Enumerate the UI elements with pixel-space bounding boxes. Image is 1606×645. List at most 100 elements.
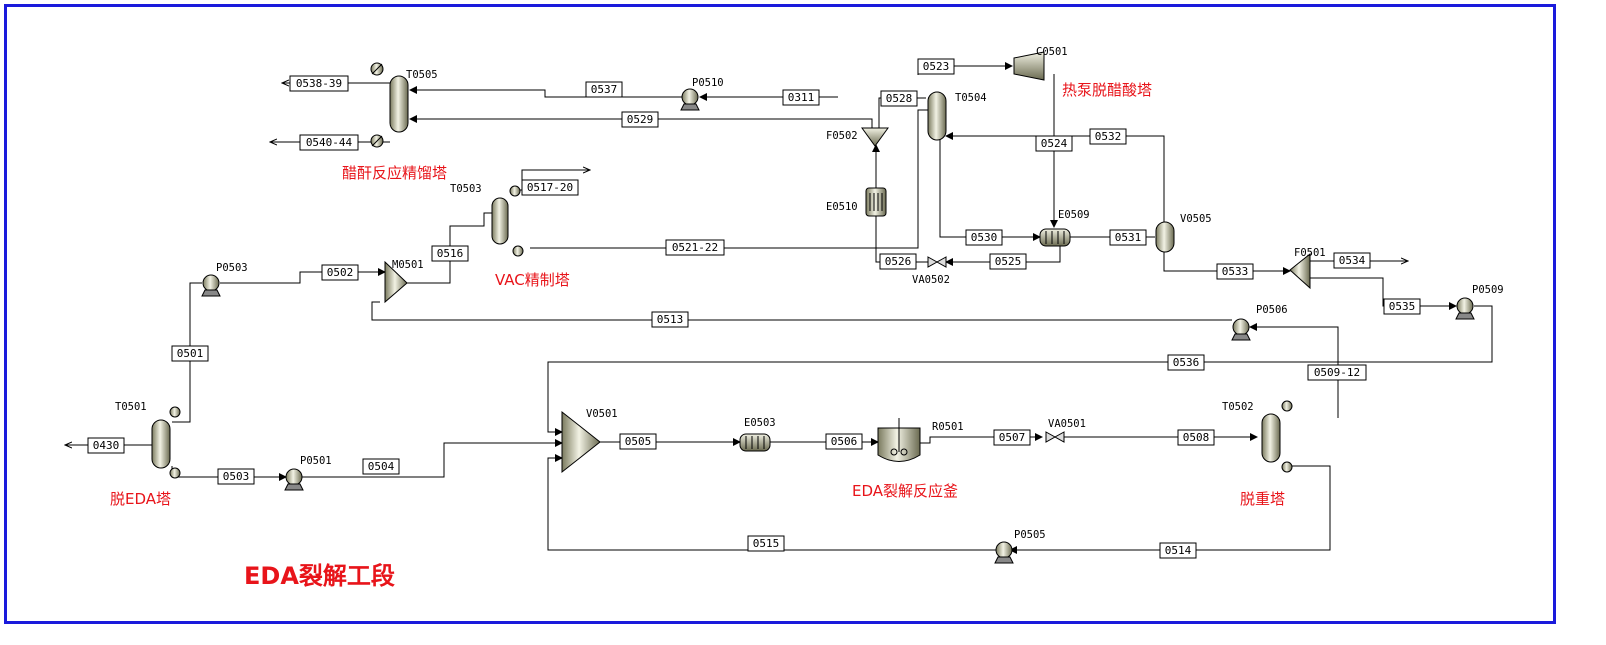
svg-text:0533: 0533 xyxy=(1222,265,1249,278)
tag-e0503: E0503 xyxy=(744,417,776,429)
stream-0515[interactable]: 0515 xyxy=(747,535,785,552)
stream-0507[interactable]: 0507 xyxy=(993,429,1031,446)
svg-text:0521-22: 0521-22 xyxy=(672,241,718,254)
tag-v0505: V0505 xyxy=(1180,213,1212,225)
splitter-f0502[interactable] xyxy=(861,127,889,147)
svg-text:0532: 0532 xyxy=(1095,130,1122,143)
equipment-tags: T0505 P0510 C0501 T0504 F0502 E0510 E050… xyxy=(115,46,1504,541)
stream-labels: 0538-39 0537 0311 0529 0540-44 0523 0528… xyxy=(87,58,1421,559)
stream-0521-22[interactable]: 0521-22 xyxy=(665,239,725,256)
stream-0506[interactable]: 0506 xyxy=(825,433,863,450)
svg-text:0536: 0536 xyxy=(1173,356,1200,369)
stream-0530[interactable]: 0530 xyxy=(965,229,1003,246)
svg-text:0526: 0526 xyxy=(885,255,912,268)
stream-0536[interactable]: 0536 xyxy=(1167,354,1205,371)
splitter-f0501[interactable] xyxy=(1289,252,1311,290)
compressor-c0501[interactable] xyxy=(1013,51,1045,81)
pump-p0509[interactable] xyxy=(1455,297,1475,320)
stream-0535[interactable]: 0535 xyxy=(1383,298,1421,315)
svg-text:0311: 0311 xyxy=(788,91,815,104)
stream-0533[interactable]: 0533 xyxy=(1216,263,1254,280)
label-t0504-section: 热泵脱醋酸塔 xyxy=(1062,81,1152,99)
tag-p0503: P0503 xyxy=(216,262,248,274)
stream-0532[interactable]: 0532 xyxy=(1089,128,1127,145)
svg-text:0524: 0524 xyxy=(1041,137,1068,150)
svg-text:0531: 0531 xyxy=(1115,231,1142,244)
tag-e0510: E0510 xyxy=(826,201,858,213)
stream-0503[interactable]: 0503 xyxy=(217,468,255,485)
stream-0504[interactable]: 0504 xyxy=(362,458,400,475)
stream-0540-44[interactable]: 0540-44 xyxy=(299,134,359,151)
stream-0523[interactable]: 0523 xyxy=(917,58,955,75)
stream-0430[interactable]: 0430 xyxy=(87,437,125,454)
pump-p0505[interactable] xyxy=(994,541,1014,564)
column-t0501[interactable] xyxy=(151,406,181,479)
label-t0502-section: 脱重塔 xyxy=(1240,490,1285,508)
column-t0504[interactable] xyxy=(927,91,947,141)
svg-text:0501: 0501 xyxy=(177,347,204,360)
stream-0311[interactable]: 0311 xyxy=(782,89,820,106)
tag-f0502: F0502 xyxy=(826,130,858,142)
stream-0528[interactable]: 0528 xyxy=(880,90,918,107)
stream-0508[interactable]: 0508 xyxy=(1177,429,1215,446)
tag-m0501: M0501 xyxy=(392,259,424,271)
svg-text:0516: 0516 xyxy=(437,247,464,260)
stream-0509-12[interactable]: 0509-12 xyxy=(1307,364,1367,381)
column-t0502[interactable] xyxy=(1261,400,1293,473)
stream-0525[interactable]: 0525 xyxy=(989,253,1027,270)
stream-0538-39[interactable]: 0538-39 xyxy=(289,75,349,92)
pump-p0503[interactable] xyxy=(201,274,221,297)
pump-p0501[interactable] xyxy=(284,468,304,491)
drum-v0505[interactable] xyxy=(1155,221,1175,253)
stream-0529[interactable]: 0529 xyxy=(621,111,659,128)
svg-text:0502: 0502 xyxy=(327,266,354,279)
stream-0526[interactable]: 0526 xyxy=(879,253,917,270)
tag-t0503: T0503 xyxy=(450,183,482,195)
stream-0502[interactable]: 0502 xyxy=(321,264,359,281)
tag-p0506: P0506 xyxy=(1256,304,1288,316)
label-r0501-section: EDA裂解反应釜 xyxy=(852,482,958,500)
label-t0503-section: VAC精制塔 xyxy=(495,271,570,289)
svg-text:0503: 0503 xyxy=(223,470,250,483)
svg-text:0505: 0505 xyxy=(625,435,652,448)
reactor-r0501[interactable] xyxy=(877,418,921,462)
section-labels: 醋酐反应精馏塔 热泵脱醋酸塔 VAC精制塔 脱EDA塔 EDA裂解反应釜 脱重塔… xyxy=(110,81,1285,590)
label-t0505-section: 醋酐反应精馏塔 xyxy=(342,164,447,182)
valve-va0501[interactable] xyxy=(1045,431,1065,443)
mixer-m0501[interactable] xyxy=(384,260,408,304)
valve-va0502[interactable] xyxy=(927,256,947,268)
tag-p0505: P0505 xyxy=(1014,529,1046,541)
svg-text:0507: 0507 xyxy=(999,431,1026,444)
tag-p0501: P0501 xyxy=(300,455,332,467)
stream-0514[interactable]: 0514 xyxy=(1159,542,1197,559)
svg-text:0523: 0523 xyxy=(923,60,950,73)
svg-text:0534: 0534 xyxy=(1339,254,1366,267)
stream-0501[interactable]: 0501 xyxy=(171,345,209,362)
tag-p0510: P0510 xyxy=(692,77,724,89)
tag-t0501: T0501 xyxy=(115,401,147,413)
stream-0531[interactable]: 0531 xyxy=(1109,229,1147,246)
tag-f0501: F0501 xyxy=(1294,247,1326,259)
stream-0517-20[interactable]: 0517-20 xyxy=(521,179,579,196)
stream-0524[interactable]: 0524 xyxy=(1035,135,1073,152)
pump-p0506[interactable] xyxy=(1231,318,1251,341)
tag-va0502: VA0502 xyxy=(912,274,950,286)
separator-v0501[interactable] xyxy=(561,410,601,474)
label-t0501-section: 脱EDA塔 xyxy=(110,490,171,508)
svg-text:0528: 0528 xyxy=(886,92,913,105)
heater-e0510[interactable] xyxy=(865,187,887,217)
svg-text:0517-20: 0517-20 xyxy=(527,181,573,194)
heat-exchanger-e0503[interactable] xyxy=(739,433,771,452)
stream-0516[interactable]: 0516 xyxy=(431,245,469,262)
svg-text:0535: 0535 xyxy=(1389,300,1416,313)
stream-0513[interactable]: 0513 xyxy=(651,311,689,328)
stream-0537[interactable]: 0537 xyxy=(585,81,623,98)
column-t0505[interactable] xyxy=(370,62,409,148)
heat-exchanger-e0509[interactable] xyxy=(1039,228,1071,247)
column-t0503[interactable] xyxy=(491,185,524,257)
svg-text:0430: 0430 xyxy=(93,439,120,452)
pump-p0510[interactable] xyxy=(680,88,700,111)
stream-0534[interactable]: 0534 xyxy=(1333,252,1371,269)
stream-0505[interactable]: 0505 xyxy=(619,433,657,450)
